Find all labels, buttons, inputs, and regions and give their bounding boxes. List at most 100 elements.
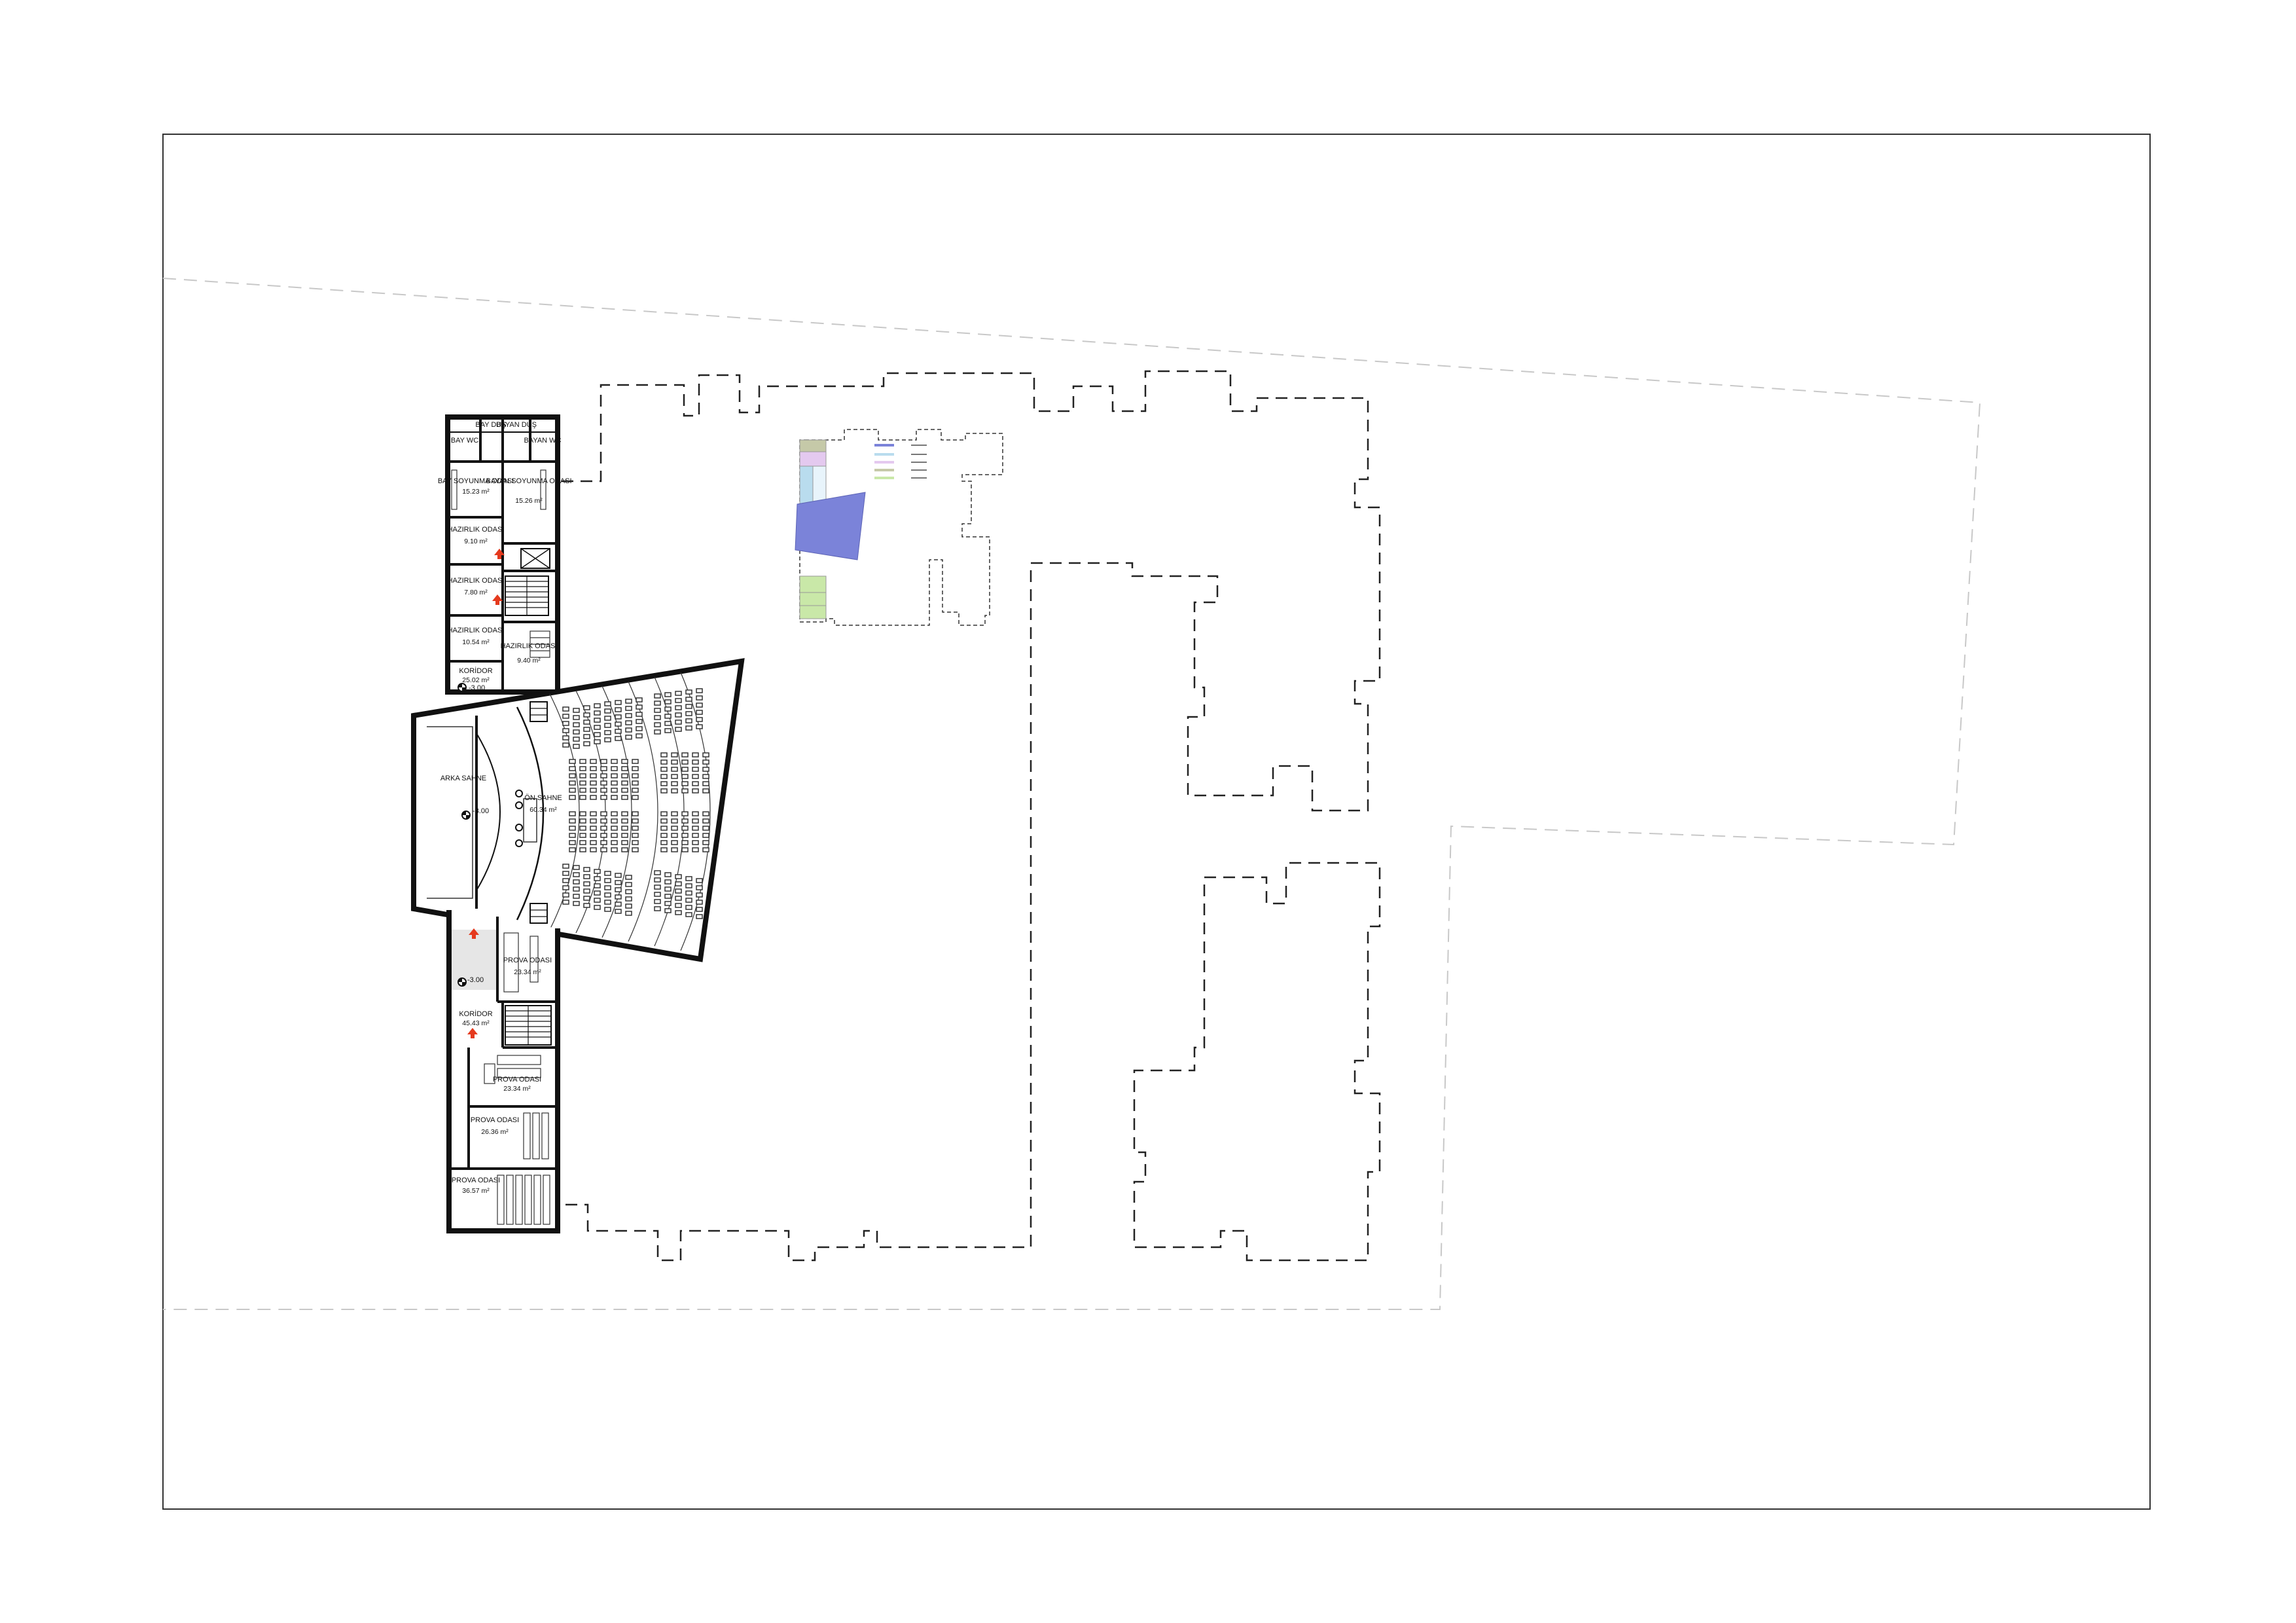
seat-row [632, 759, 639, 800]
exit-arrows [467, 549, 505, 1038]
exit-arrow-icon [467, 1028, 478, 1038]
label-arka-sahne: ARKA SAHNE [440, 775, 486, 782]
seat-row [615, 700, 622, 741]
area-hazirlik-3: 10.54 m² [462, 638, 490, 646]
exit-arrow-icon [494, 549, 505, 559]
label-hazirlik-3: HAZIRLIK ODASI [448, 627, 505, 634]
label-hazirlik-1: HAZIRLIK ODASI [448, 526, 505, 534]
seat-row [621, 759, 628, 800]
seat-row [569, 811, 576, 852]
seat-row [636, 697, 643, 739]
seat-row [654, 870, 661, 911]
elevator-icon [520, 548, 550, 569]
stair-icon [529, 701, 548, 924]
area-hazirlik-1: 9.10 m² [464, 538, 488, 545]
label-koridor-2: KORİDOR [459, 1010, 492, 1018]
seating [562, 688, 709, 919]
label-bay-wc: BAY WC [451, 437, 478, 445]
label-bay-dus: BAY DUŞ [475, 421, 506, 429]
level-marker-icon [457, 977, 467, 987]
floor-plan: BAY DUŞ BAYAN DUŞ BAY WC BAYAN WC BAY SO… [411, 414, 745, 1233]
seat-row [625, 875, 632, 916]
auditorium [411, 658, 745, 962]
seat-row [654, 693, 661, 735]
area-hazirlik-2: 7.80 m² [464, 589, 488, 596]
area-prova-2: 23.34 m² [503, 1085, 531, 1093]
seat-row [621, 811, 628, 852]
seat-row [579, 759, 586, 800]
seat-row [702, 811, 709, 852]
room-labels: BAY DUŞ BAYAN DUŞ BAY WC BAYAN WC BAY SO… [438, 421, 572, 1195]
lower-wing [446, 910, 560, 1233]
seat-row [681, 752, 689, 793]
seat-row [611, 811, 618, 852]
seat-row [685, 876, 692, 917]
seat-row [562, 864, 569, 905]
seat-row [702, 752, 709, 793]
area-koridor-2: 45.43 m² [462, 1019, 490, 1027]
existing-block-main [562, 370, 1381, 1262]
seat-row [685, 689, 692, 731]
area-prova-3: 26.36 m² [481, 1128, 509, 1136]
seat-row [590, 811, 597, 852]
seat-row [594, 869, 601, 910]
property-line [162, 278, 1981, 1310]
seat-row [573, 708, 580, 749]
stair-icon [505, 575, 549, 616]
seat-row [696, 878, 703, 919]
existing-block-lower [1133, 862, 1381, 1262]
level-koridor-top: -3.00 [469, 684, 485, 692]
area-bay-soyunma: 15.23 m² [462, 488, 490, 496]
label-bayan-dus: BAYAN DUŞ [496, 421, 537, 429]
seat-row [583, 867, 590, 908]
area-on-sahne: 60.34 m² [529, 806, 557, 814]
seat-row [664, 692, 672, 733]
label-bayan-soyunma: BAYAN SOYUNMA ODASI [486, 477, 571, 485]
seat-row [692, 811, 699, 852]
stair-icon [505, 1005, 552, 1046]
label-prova-4: PROVA ODASI [452, 1176, 500, 1184]
seat-row [632, 811, 639, 852]
rehearsal-furniture [484, 932, 550, 1225]
seat-row [611, 759, 618, 800]
sheet-frame [162, 134, 2151, 1510]
level-stage: -3.00 [473, 807, 489, 815]
existing-building-outlines [562, 370, 1381, 1262]
label-prova-2: PROVA ODASI [493, 1076, 541, 1084]
seat-row [671, 752, 678, 793]
level-marker-icon [457, 683, 467, 692]
seat-row [573, 865, 580, 906]
area-hazirlik-4: 9.40 m² [517, 657, 541, 665]
seat-row [671, 811, 678, 852]
level-markers [457, 683, 471, 987]
label-on-sahne: ÖN SAHNE [524, 794, 562, 802]
seat-row [625, 699, 632, 740]
area-koridor-1: 25.02 m² [462, 676, 490, 684]
area-prova-4: 36.57 m² [462, 1187, 490, 1195]
seat-row [590, 759, 597, 800]
label-hazirlik-2: HAZIRLIK ODASI [448, 577, 505, 585]
key-plan-highlight [795, 492, 866, 560]
exit-arrow-icon [469, 928, 479, 939]
area-bayan-soyunma: 15.26 m² [515, 497, 543, 505]
label-bayan-wc: BAYAN WC [524, 437, 561, 445]
seat-row [604, 701, 611, 742]
seat-row [660, 811, 668, 852]
seat-row [696, 688, 703, 729]
seat-row [569, 759, 576, 800]
seat-row [562, 706, 569, 748]
seat-row [675, 874, 682, 915]
seat-row [579, 811, 586, 852]
label-koridor-1: KORİDOR [459, 666, 492, 675]
level-koridor-bottom: -3.00 [467, 976, 484, 984]
seat-row [600, 759, 607, 800]
seat-row [692, 752, 699, 793]
seat-row [594, 703, 601, 744]
seat-row [615, 873, 622, 914]
label-bay-soyunma: BAY SOYUNMA ODASI [438, 477, 514, 485]
stage-props [515, 790, 523, 847]
area-prova-1: 23.34 m² [514, 968, 541, 976]
key-plan [795, 429, 1003, 626]
upper-wing [445, 414, 560, 695]
